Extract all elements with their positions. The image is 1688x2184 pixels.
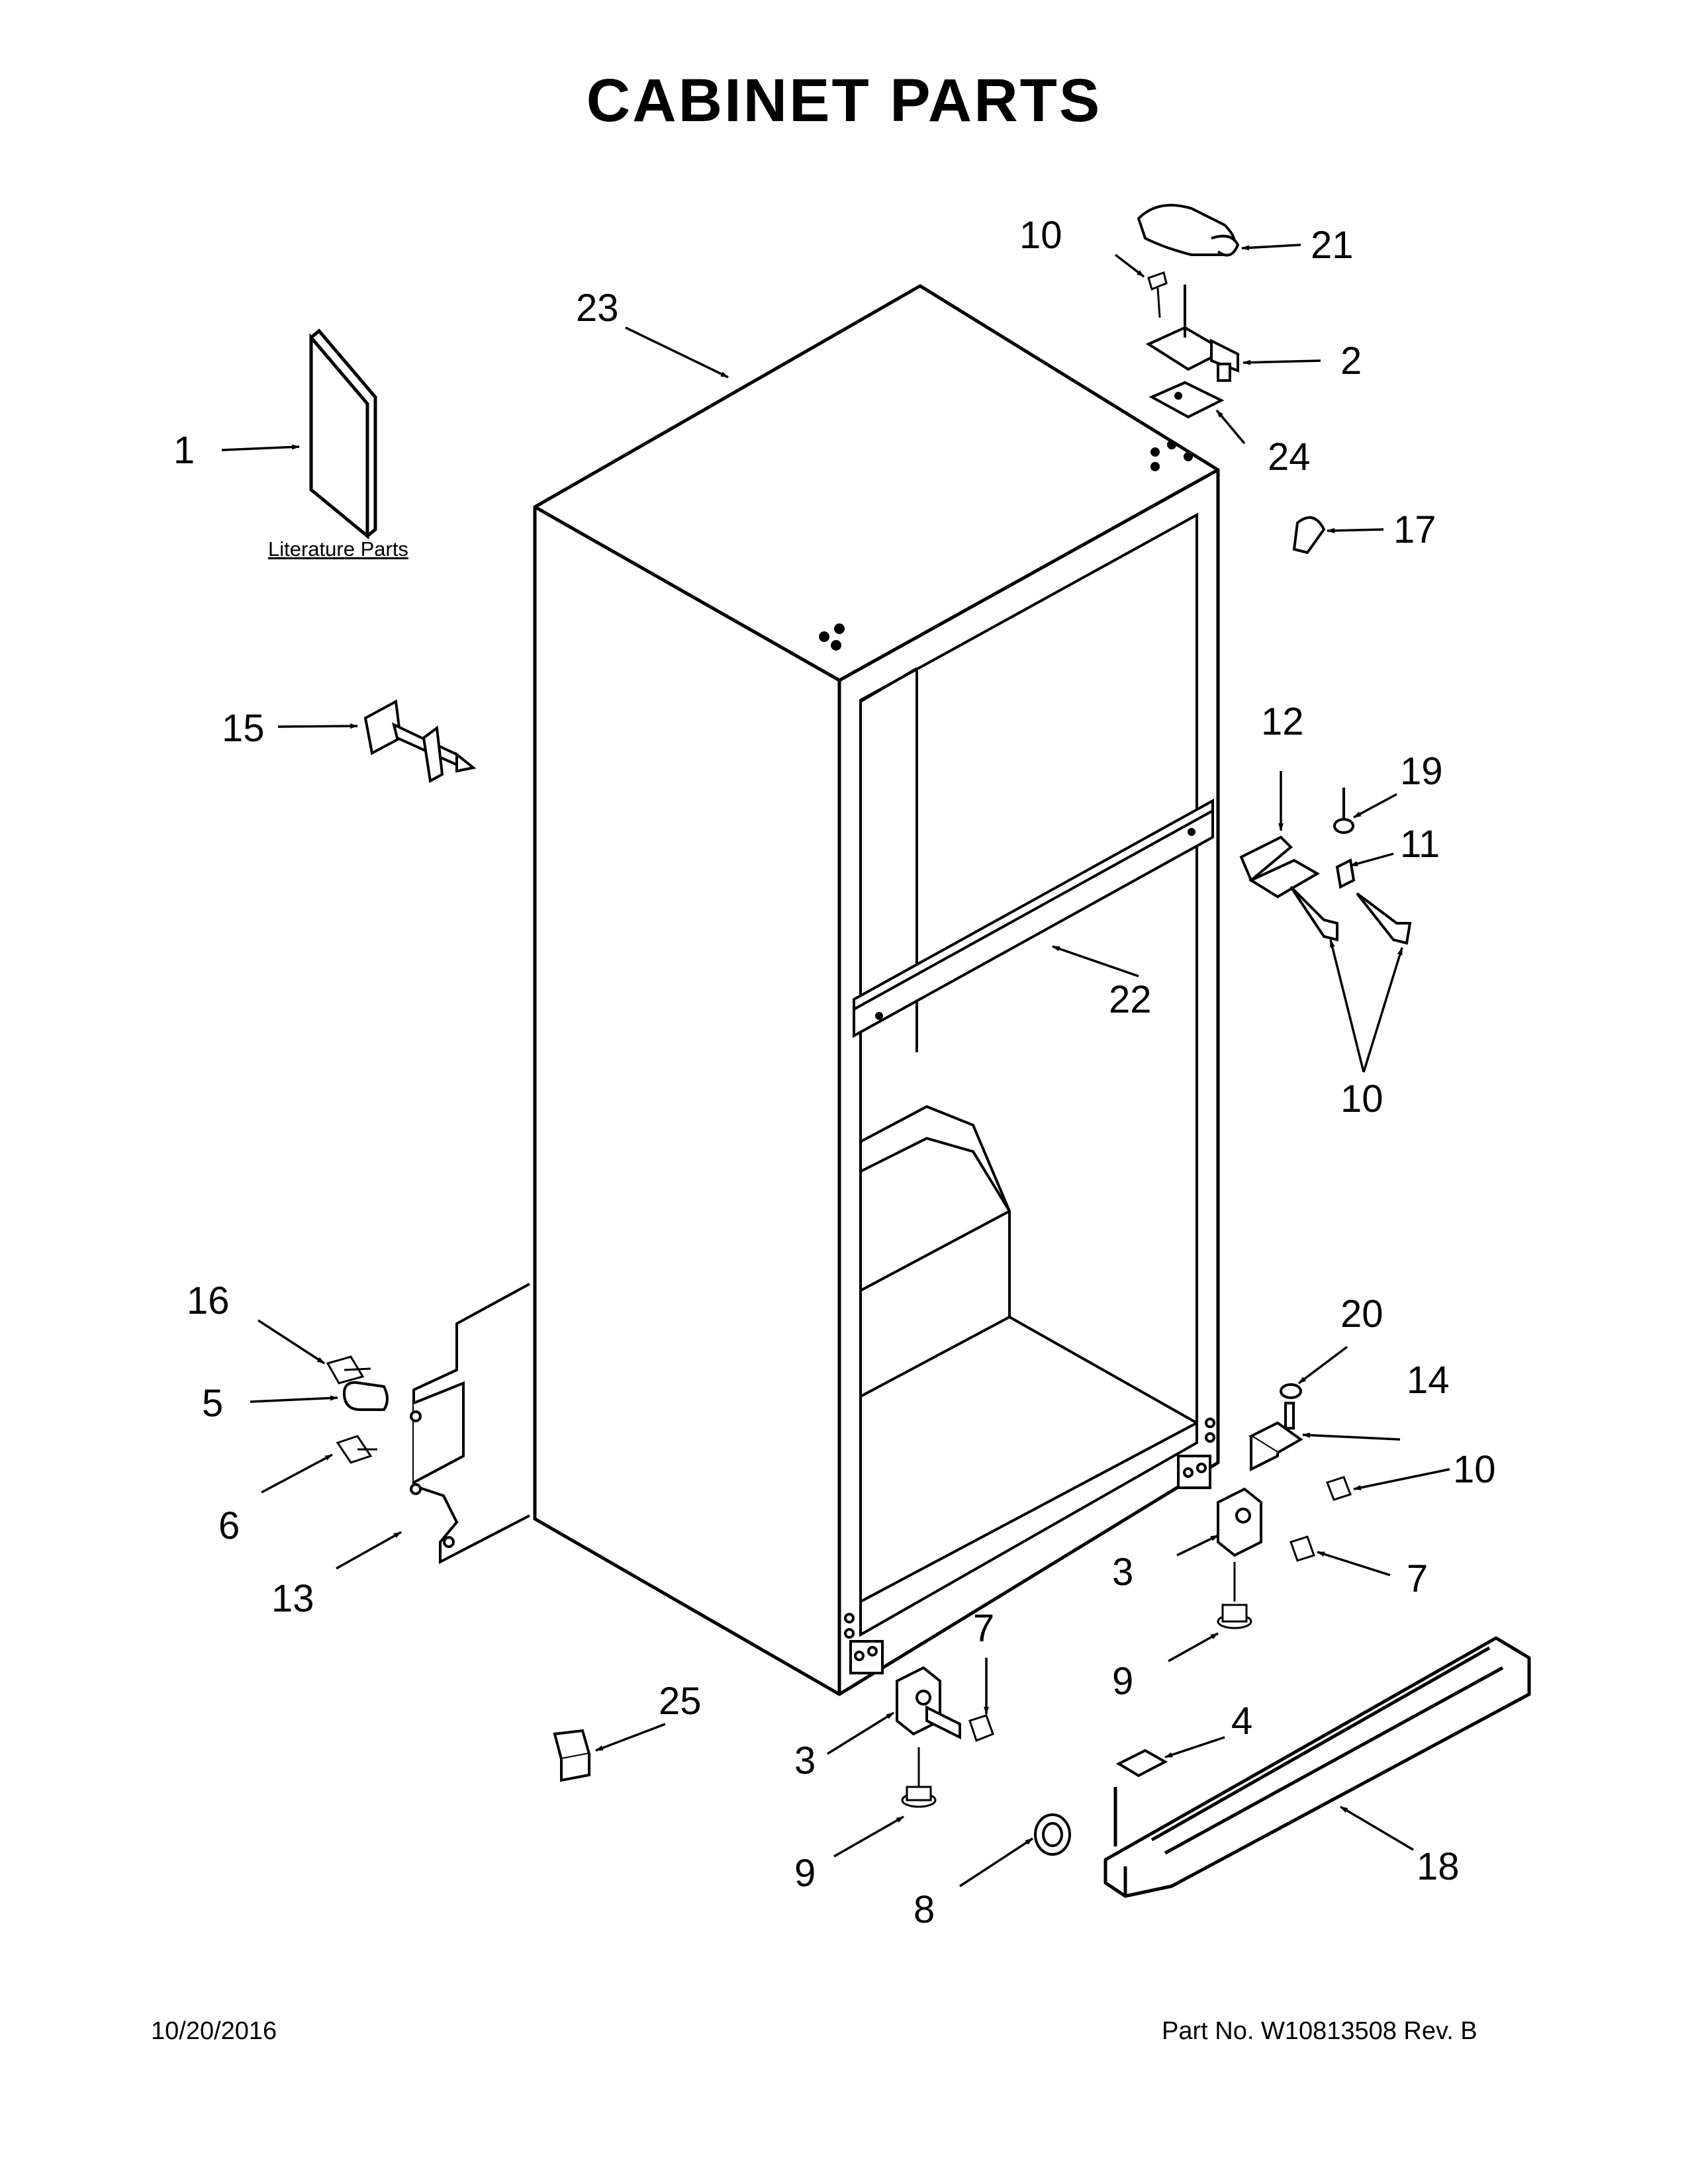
roller-8-icon [1034,1813,1071,1856]
hinge-pin-icon [363,699,477,784]
callout-10-low: 10 [1453,1448,1496,1491]
hinge-cover-icon [1137,204,1240,257]
literature-pack-icon [309,328,377,540]
leveler-bracket-right-icon [1217,1487,1262,1557]
hinge-screw-top-icon [1147,271,1168,318]
part-4-icon [1115,1749,1168,1778]
literature-parts-label: Literature Parts [268,537,408,561]
top-hinge-icon [1145,285,1239,382]
callout-8: 8 [914,1888,935,1931]
screw-10-lower-icon [1326,1476,1352,1501]
hinge-shim-icon [1149,381,1225,419]
callout-3-right: 3 [1112,1551,1133,1594]
base-grille-icon [1103,1636,1531,1898]
cabinet-body [533,284,1220,1696]
callout-23: 23 [576,287,619,330]
callout-11: 11 [1400,823,1440,866]
screw-16-icon [326,1355,371,1385]
divider-mullion [853,798,1214,1038]
callout-17: 17 [1393,508,1436,551]
callout-7-right: 7 [1407,1557,1428,1600]
screw-7-right-icon [1289,1535,1315,1562]
callout-4: 4 [1231,1700,1252,1743]
callout-10-top: 10 [1019,214,1062,257]
side-bracket-icon [410,1283,530,1565]
footer-part-number: Part No. W10813508 Rev. B [1162,2017,1477,2045]
callout-6: 6 [218,1504,240,1547]
callout-9-right: 9 [1112,1660,1133,1703]
callout-3-left: 3 [794,1739,816,1782]
leveler-bracket-left-icon [896,1666,961,1740]
callout-2: 2 [1340,340,1362,383]
screw-7-left-icon [968,1714,994,1742]
callout-24: 24 [1268,435,1311,478]
callout-9-left: 9 [794,1852,816,1895]
screw-6-icon [336,1435,377,1464]
callout-22: 22 [1109,978,1152,1021]
clip-5-icon [342,1381,389,1411]
cabinet-bottom-holes [844,1418,1215,1674]
footer-date: 10/20/2016 [151,2017,277,2045]
callouts: 1 23 21 10 2 24 17 15 12 19 11 22 10 16 … [173,214,1496,1931]
callout-21: 21 [1311,224,1354,267]
page-title: CABINET PARTS [586,67,1102,134]
washer-20-icon [1280,1383,1302,1399]
bottom-hinge-icon [1248,1402,1303,1472]
callout-18: 18 [1417,1845,1460,1888]
leveler-left-icon [901,1747,937,1808]
callout-14: 14 [1407,1359,1450,1402]
callout-19: 19 [1400,750,1443,793]
callout-20: 20 [1340,1293,1383,1336]
callout-1: 1 [173,429,195,472]
cabinet-top-holes [819,440,1193,651]
callout-7-left: 7 [973,1607,994,1650]
cabinet-opening [859,512,1198,1637]
callout-5: 5 [202,1382,223,1425]
callout-25: 25 [659,1680,702,1723]
callout-13: 13 [271,1577,314,1620]
center-hinge-icon [1239,788,1412,945]
leveler-right-icon [1217,1562,1252,1629]
part-25-icon [553,1729,591,1782]
callout-10-mid: 10 [1340,1077,1383,1120]
hinge-plug-icon [1292,516,1326,555]
callout-12: 12 [1261,700,1304,743]
callout-15: 15 [222,707,265,750]
leader-lines [221,244,1450,1888]
callout-16: 16 [187,1279,230,1322]
